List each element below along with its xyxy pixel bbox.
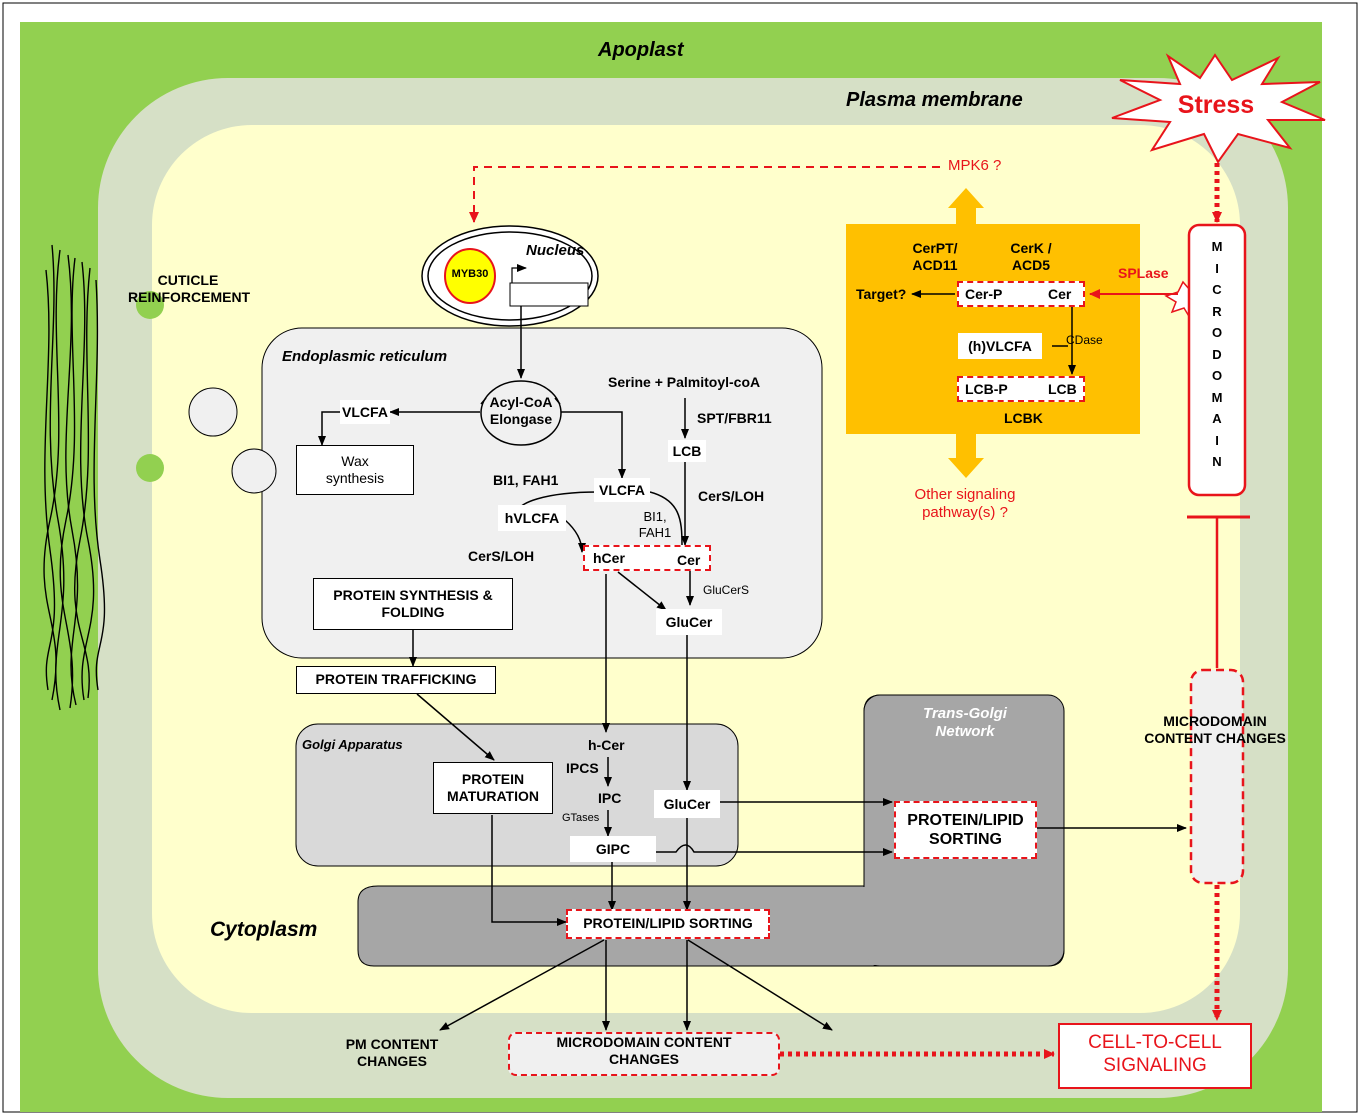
mpk6-label: MPK6 ? [948, 157, 1002, 174]
tgn-sorting-box [894, 801, 1037, 859]
stress-label: Stress [1177, 91, 1255, 119]
sorting-bottom-box [566, 909, 770, 939]
microdomain-label: M I C R O D O M A I N [1211, 239, 1223, 469]
microdomain-pill [1187, 223, 1247, 497]
cuticle-fibers [43, 244, 106, 711]
apoplast-label: Apoplast [598, 39, 684, 61]
plasma-membrane-label: Plasma membrane [846, 89, 1023, 111]
hvlcfa-node: hVLCFA [498, 505, 566, 531]
h-vlcfa-node: (h)VLCFA [958, 333, 1042, 359]
gtases-label: GTases [562, 812, 600, 824]
protein-trafficking-box: PROTEIN TRAFFICKING [296, 666, 496, 694]
vlcfa-node: VLCFA [594, 478, 650, 502]
ipcs-label: IPCS [566, 760, 599, 776]
myb30-label: MYB30 [451, 268, 489, 280]
cytoplasm-label: Cytoplasm [210, 918, 318, 941]
mpk6-path [469, 166, 940, 223]
myb30-protein [444, 248, 496, 304]
signal-cer-label: Cer [1048, 286, 1072, 302]
stress-burst [1111, 53, 1326, 164]
cerpt-acd11-label: CerPT/ACD11 [912, 240, 958, 273]
cdase-label: CDase [1066, 333, 1103, 347]
ipc-label: IPC [598, 790, 622, 806]
splase-label: SPLase [1118, 265, 1169, 281]
er-label: Endoplasmic reticulum [282, 348, 448, 365]
bi1-fah1-label: BI1, FAH1 [493, 472, 559, 488]
spt-fbr11-label: SPT/FBR11 [697, 410, 772, 426]
cers-loh-right-label: CerS/LOH [698, 488, 765, 504]
lcbp-label: LCB-P [965, 381, 1008, 397]
hcer-cer-box [583, 545, 711, 571]
vesicle [231, 448, 277, 494]
bi1-fah1-right-label: BI1,FAH1 [638, 509, 672, 540]
microdomain-changes-pill [1189, 668, 1245, 885]
cerk-acd5-label: CerK /ACD5 [1010, 240, 1052, 273]
microdomain-changes-bottom-box [508, 1032, 780, 1076]
lcbk-label: LCBK [1004, 410, 1043, 426]
protein-synthesis-box: PROTEIN SYNTHESIS &FOLDING [313, 578, 513, 630]
sorting-bottom-label: PROTEIN/LIPID SORTING [583, 915, 753, 931]
glucer-er-node: GluCer [656, 609, 722, 635]
serine-palmitoyl-label: Serine + Palmitoyl-coA [608, 374, 761, 390]
membrane-bump [136, 291, 164, 319]
orange-arrow-down [948, 434, 984, 478]
vesicle [188, 387, 238, 437]
h-cer-golgi-label: h-Cer [588, 737, 625, 753]
signal-lcb-label: LCB [1048, 381, 1077, 397]
lcbp-lcb-box [957, 376, 1085, 402]
elongase-cycle [480, 380, 562, 446]
cell-signaling-box [1058, 1023, 1252, 1089]
lcb-node: LCB [668, 440, 706, 462]
glucers-label: GluCerS [703, 583, 750, 597]
gipc-node: GIPC [570, 836, 656, 862]
membrane-bump [136, 454, 164, 482]
orange-arrow-up [948, 188, 984, 224]
golgi-label: Golgi Apparatus [302, 737, 403, 752]
cerp-cer-box [957, 281, 1085, 307]
er-region [261, 327, 823, 659]
nucleus-label: Nucleus [526, 242, 585, 259]
cers-loh-left-label: CerS/LOH [468, 548, 535, 564]
glucer-golgi-node: GluCer [654, 790, 720, 818]
cerp-label: Cer-P [965, 286, 1003, 302]
signaling-box [846, 224, 1140, 434]
gene-box [509, 282, 589, 307]
target-label: Target? [856, 286, 907, 302]
vlcfa-wax-precursor: VLCFA [340, 400, 390, 424]
cer-label: Cer [677, 552, 701, 568]
hcer-label: hCer [593, 550, 625, 566]
promoter-arrow [511, 264, 527, 283]
